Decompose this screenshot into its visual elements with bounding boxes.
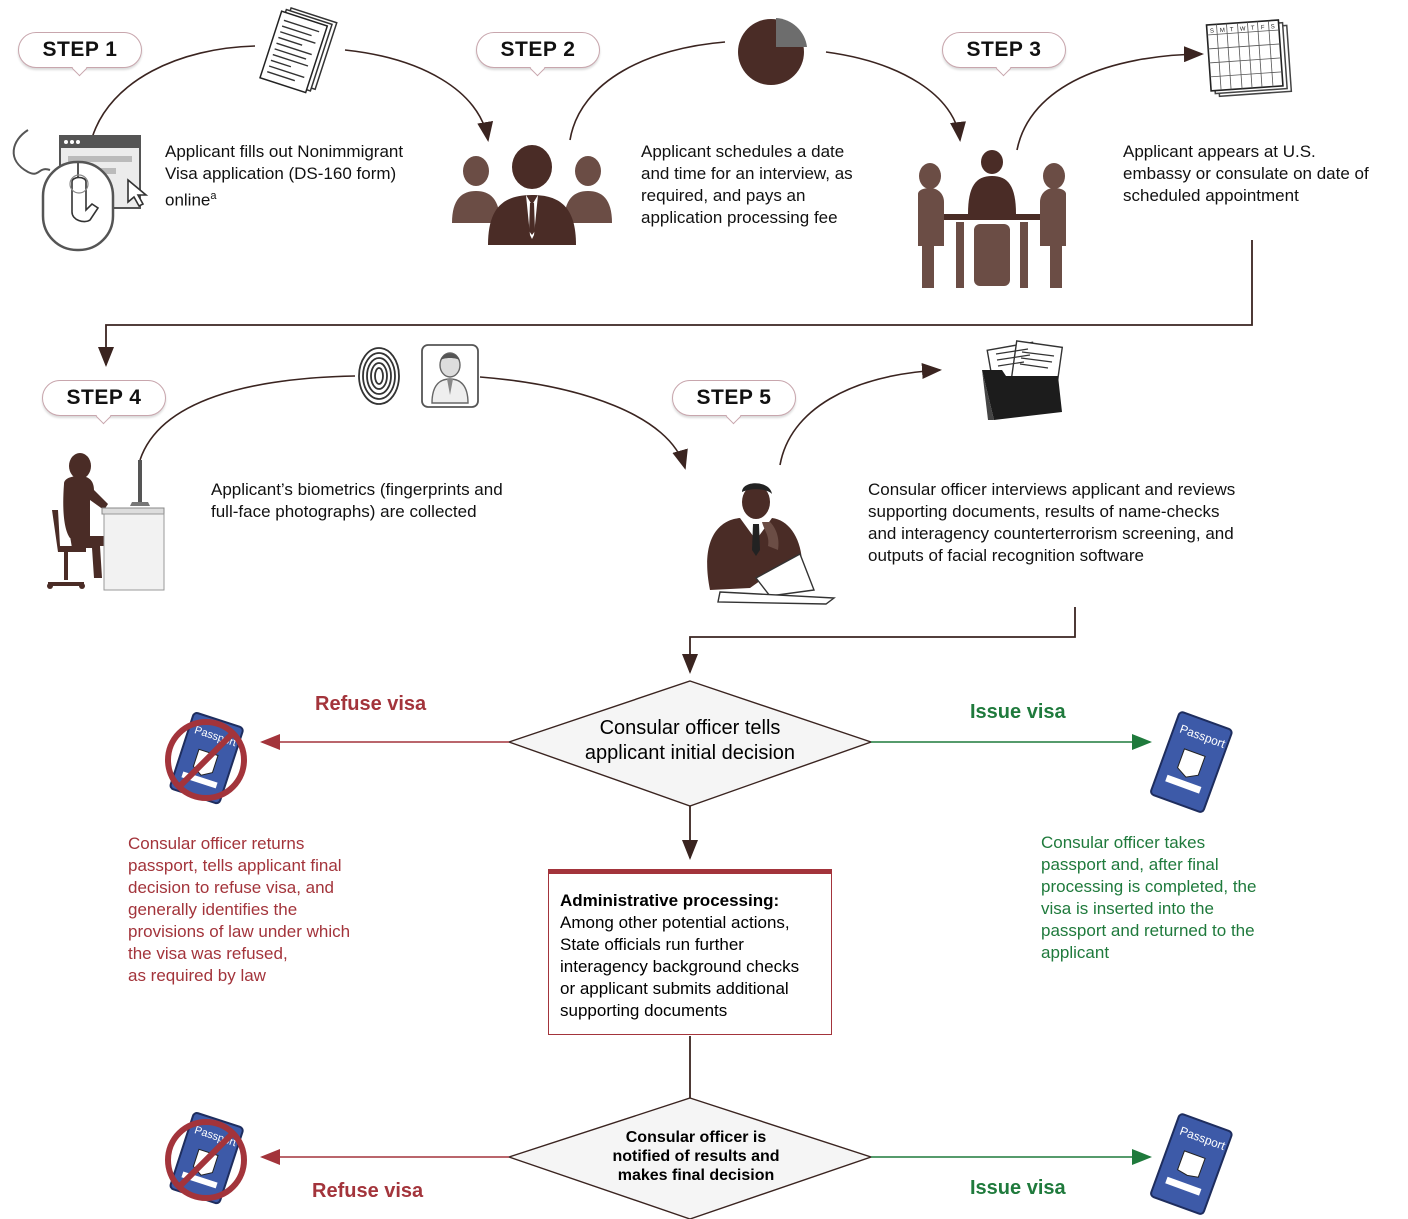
business-group-icon <box>452 145 612 245</box>
document-folder-icon <box>982 340 1064 420</box>
photo-id-icon <box>421 344 479 408</box>
step-4-label: STEP 4 <box>42 380 166 416</box>
admin-title: Administrative processing: <box>560 891 780 910</box>
meeting-table-icon <box>918 150 1066 288</box>
issue-visa-label-final: Issue visa <box>970 1177 1066 1199</box>
decision-diamond-initial <box>506 680 874 807</box>
calendar-day-label: T <box>1230 27 1234 33</box>
step-1-label: STEP 1 <box>18 32 142 68</box>
admin-body: Among other potential actions, State off… <box>560 913 800 1020</box>
step-1-description: Applicant fills out Nonimmigrant Visa ap… <box>165 141 445 212</box>
step-2-description: Applicant schedules a date and time for … <box>641 142 853 227</box>
no-symbol-icon <box>165 719 247 801</box>
passport-icon: Passport <box>165 1112 247 1205</box>
refuse-visa-description: Consular officer returns passport, tells… <box>128 834 351 985</box>
issue-visa-description: Consular officer takes passport and, aft… <box>1041 833 1257 962</box>
curve-arrow-step3-calendar <box>1016 46 1204 151</box>
curve-arrow-pie-step3 <box>825 51 966 142</box>
calendar-day-label: M <box>1220 28 1225 34</box>
calendar-day-label: W <box>1240 26 1246 32</box>
step-2-label: STEP 2 <box>476 32 600 68</box>
refuse-visa-label-final: Refuse visa <box>312 1180 424 1202</box>
calendar-day-label: T <box>1251 26 1255 32</box>
issue-visa-label: Issue visa <box>970 701 1066 723</box>
step-3-description: Applicant appears at U.S. embassy or con… <box>1123 142 1369 205</box>
calendar-icon: S M T W T F S <box>1205 19 1293 98</box>
step-3-label: STEP 3 <box>942 32 1066 68</box>
administrative-processing-box: Administrative processing: Among other p… <box>548 869 832 1035</box>
passport-icon: Passport <box>165 712 247 805</box>
step-5-description: Consular officer interviews applicant an… <box>868 480 1236 565</box>
step-4-description: Applicant’s biometrics (fingerprints and… <box>211 480 503 521</box>
initial-decision-text: Consular officer tells applicant initial… <box>584 717 796 764</box>
form-document-icon <box>259 7 338 94</box>
curve-arrow-bio-step5 <box>479 376 688 470</box>
elbow-connector-step3-step4 <box>98 240 1253 367</box>
calendar-day-label: S <box>1210 29 1214 35</box>
calendar-day-label: S <box>1271 24 1275 30</box>
step-5-label: STEP 5 <box>672 380 796 416</box>
fingerprint-icon <box>358 347 400 405</box>
curve-arrow-form-step2 <box>344 49 494 142</box>
curve-arrow-step1-form <box>91 45 256 139</box>
officer-reading-icon <box>707 483 836 605</box>
passport-icon: Passport <box>1150 1113 1233 1215</box>
browser-mouse-icon <box>12 129 149 252</box>
decision-diamond-final <box>506 1097 874 1219</box>
step-1-description-text: Applicant fills out Nonimmigrant Visa ap… <box>165 142 404 210</box>
curve-arrow-step5-folder <box>779 363 942 466</box>
footnote-marker: a <box>210 190 217 202</box>
refuse-visa-label: Refuse visa <box>315 693 427 715</box>
curve-arrow-step2-pie <box>569 41 726 141</box>
no-symbol-icon <box>165 1119 247 1201</box>
calendar-day-label: F <box>1261 25 1265 31</box>
elbow-connector-step5-decision <box>682 607 1076 674</box>
pie-chart-icon <box>738 18 807 85</box>
computer-desk-person-icon <box>47 453 165 591</box>
final-decision-text: Consular officer is notified of results … <box>612 1129 780 1184</box>
passport-icon: Passport <box>1150 711 1233 813</box>
curve-arrow-step4-bio <box>139 375 356 461</box>
